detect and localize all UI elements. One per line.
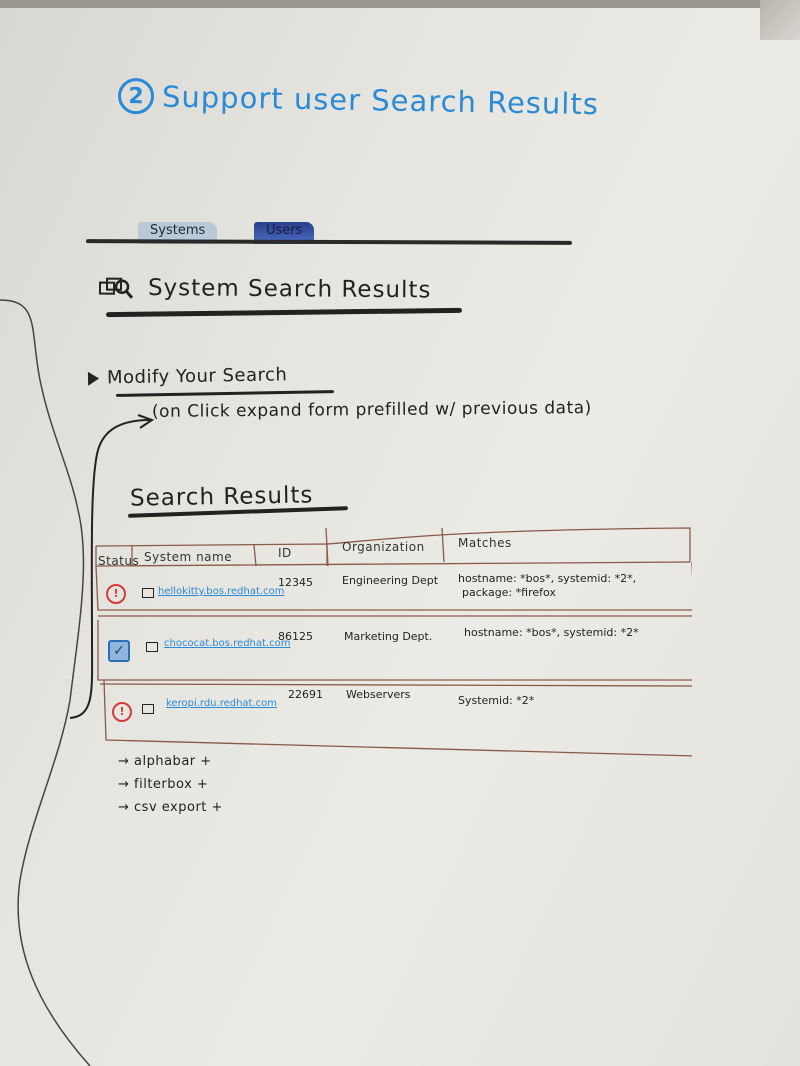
system-link[interactable]: keropi.rdu.redhat.com bbox=[166, 698, 278, 709]
col-system-name[interactable]: System name bbox=[144, 550, 233, 564]
section-heading: System Search Results bbox=[98, 274, 432, 304]
todo-alphabar: → alphabar + bbox=[118, 754, 212, 769]
system-matches-extra: package: *firefox bbox=[462, 586, 556, 599]
table-grid bbox=[95, 527, 692, 757]
system-org: Engineering Dept bbox=[342, 574, 439, 587]
system-id: 86125 bbox=[278, 630, 313, 643]
system-matches: Systemid: *2* bbox=[458, 694, 535, 707]
system-link[interactable]: chococat.bos.redhat.com bbox=[164, 638, 291, 649]
system-link[interactable]: hellokitty.bos.redhat.com bbox=[158, 586, 285, 597]
system-search-icon bbox=[98, 277, 134, 299]
system-icon bbox=[142, 704, 154, 714]
page-heading: 2 Support user Search Results bbox=[117, 77, 600, 122]
system-id: 22691 bbox=[288, 688, 323, 701]
system-id: 12345 bbox=[278, 576, 313, 589]
system-icon bbox=[146, 642, 158, 652]
modify-underline bbox=[115, 390, 335, 397]
col-matches[interactable]: Matches bbox=[458, 536, 512, 550]
system-org: Marketing Dept. bbox=[344, 630, 433, 643]
tab-users[interactable]: Users bbox=[254, 222, 315, 244]
alert-icon: ! bbox=[112, 702, 132, 722]
modify-search-label: Modify Your Search bbox=[106, 364, 288, 389]
system-org: Webservers bbox=[346, 688, 411, 701]
system-matches: hostname: *bos*, systemid: *2*, bbox=[458, 572, 637, 585]
results-title: Search Results bbox=[129, 482, 314, 512]
col-organization[interactable]: Organization bbox=[342, 540, 425, 554]
whiteboard-corner bbox=[760, 0, 800, 40]
checked-icon: ✓ bbox=[108, 640, 130, 662]
col-status[interactable]: Status bbox=[98, 554, 140, 568]
tab-systems[interactable]: Systems bbox=[138, 222, 218, 244]
modify-search-toggle[interactable]: Modify Your Search bbox=[87, 364, 288, 389]
todo-filterbox: → filterbox + bbox=[118, 777, 209, 792]
page-title: Support user Search Results bbox=[161, 79, 600, 122]
step-number: 2 bbox=[117, 77, 155, 115]
section-underline bbox=[105, 307, 463, 318]
annotation-note: (on Click expand form prefilled w/ previ… bbox=[151, 398, 592, 422]
results-table: Status System name ID Organization Match… bbox=[92, 526, 692, 760]
system-matches: hostname: *bos*, systemid: *2* bbox=[464, 626, 639, 639]
section-title: System Search Results bbox=[147, 274, 432, 304]
todo-csv-export: → csv export + bbox=[118, 800, 223, 815]
whiteboard-frame bbox=[0, 0, 800, 8]
system-icon bbox=[142, 588, 154, 598]
col-id[interactable]: ID bbox=[278, 546, 292, 560]
alert-icon: ! bbox=[106, 584, 126, 604]
expand-arrow-icon bbox=[87, 371, 100, 386]
